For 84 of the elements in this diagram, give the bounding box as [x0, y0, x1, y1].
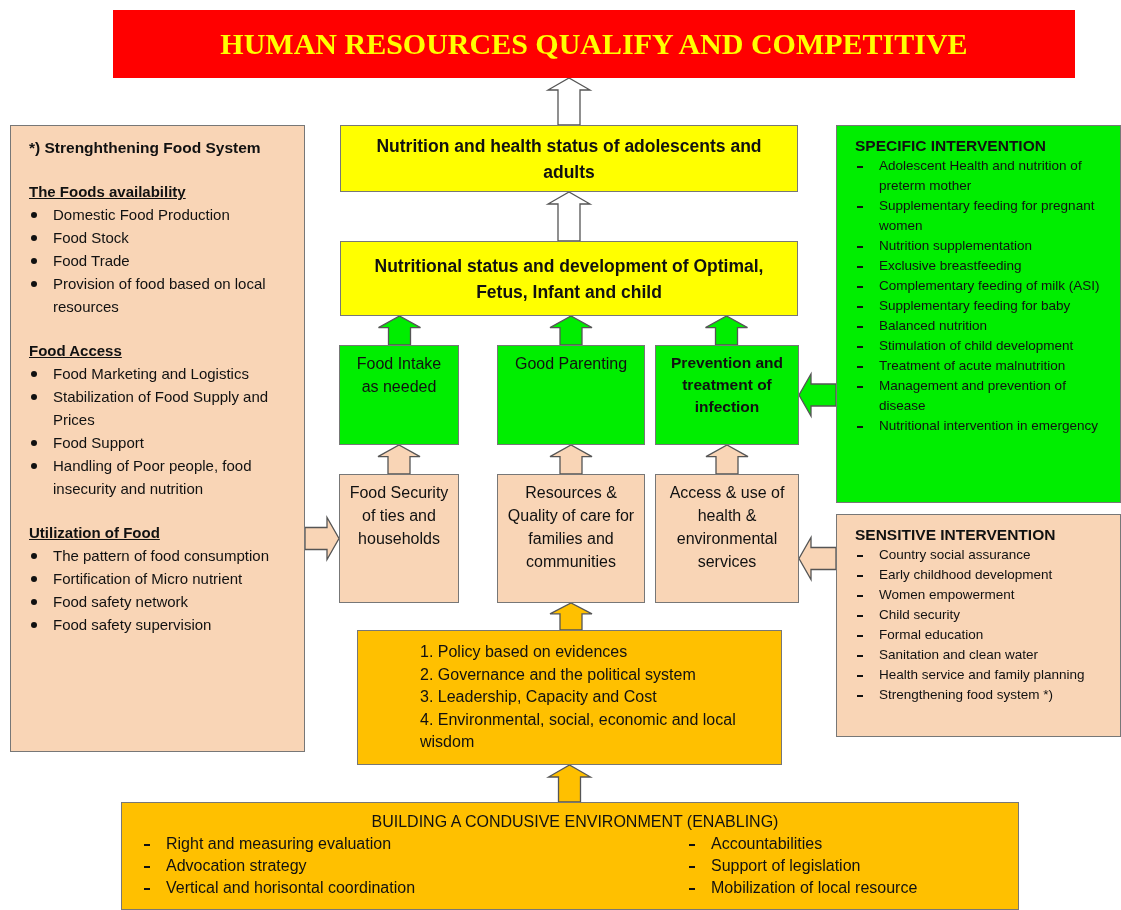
list-item: Domestic Food Production — [29, 203, 292, 226]
box-label: Good Parenting — [514, 354, 628, 374]
list-item: Food Support — [29, 431, 292, 454]
block-arrow — [546, 764, 593, 803]
list-item: Food safety supervision — [29, 613, 292, 636]
list-item: Food Trade — [29, 249, 292, 272]
list-item: Nutritional intervention in emergency — [855, 416, 1108, 436]
section-heading: The Foods availability — [29, 182, 187, 202]
section-heading: Utilization of Food — [29, 523, 161, 543]
list-item: Handling of Poor people, food insecurity and nutrition — [29, 454, 292, 500]
list-item: Stabilization of Food Supply and Prices — [29, 385, 292, 431]
block-arrow — [304, 515, 340, 562]
list-item: Balanced nutrition — [855, 316, 1108, 336]
box-label: Nutritional status and development of Optimal, Fetus, Infant and child — [373, 254, 765, 304]
list-item: The pattern of food consumption — [29, 544, 292, 567]
block-arrow — [798, 371, 837, 419]
process-box — [497, 474, 645, 603]
block-arrow — [704, 315, 749, 346]
list-item: Supplementary feeding for baby — [855, 296, 1108, 316]
list-item: Food Stock — [29, 226, 292, 249]
process-box — [655, 345, 799, 445]
list-item: Supplementary feeding for pregnant women — [855, 196, 1108, 236]
list-item: Advocation strategy — [142, 855, 687, 877]
list-item: 3. Leadership, Capacity and Cost — [420, 687, 658, 707]
process-box — [340, 125, 798, 192]
process-box — [339, 345, 459, 445]
box-heading: SENSITIVE INTERVENTION — [855, 525, 1057, 545]
text-panel — [10, 125, 305, 752]
list-item: Management and prevention of disease — [855, 376, 1108, 416]
list-item: Child security — [855, 605, 1108, 625]
box-heading: BUILDING A CONDUSIVE ENVIRONMENT (ENABLING) — [370, 812, 780, 832]
list-item: 4. Environmental, social, economic and local wisdom — [420, 709, 737, 752]
list-item: Formal education — [855, 625, 1108, 645]
text-panel — [836, 514, 1121, 737]
block-arrow — [549, 602, 593, 631]
box-label: Prevention and treatment of infection — [670, 353, 784, 417]
process-box — [121, 802, 1019, 910]
list-item: Provision of food based on local resources — [29, 272, 292, 318]
list-item: Complementary feeding of milk (ASI) — [855, 276, 1108, 296]
section-heading: Food Access — [29, 341, 123, 361]
box-heading: *) Strenghthening Food System — [29, 138, 262, 158]
process-box — [340, 241, 798, 316]
box-label: Food Intake as needed — [355, 354, 443, 397]
box-label: Food Security of ties and households — [348, 483, 450, 549]
list-item: 2. Governance and the political system — [420, 664, 697, 685]
list-item: Adolescent Health and nutrition of preterm mother — [855, 156, 1108, 196]
list-item: Country social assurance — [855, 545, 1108, 565]
list-item: 1. Policy based on evidences — [420, 642, 629, 662]
list-item: Stimulation of child development — [855, 336, 1108, 356]
list-item: Women empowerment — [855, 585, 1108, 605]
list-item: Accountabilities — [687, 833, 1008, 855]
block-arrow — [545, 191, 593, 242]
title-text: HUMAN RESOURCES QUALIFY AND COMPETITIVE — [220, 27, 968, 61]
block-arrow — [545, 77, 593, 126]
list-item: Strengthening food system *) — [855, 685, 1108, 705]
process-box — [339, 474, 459, 603]
box-heading: SPECIFIC INTERVENTION — [855, 136, 1047, 156]
list-item: Early childhood development — [855, 565, 1108, 585]
list-item: Vertical and horisontal coordination — [142, 877, 687, 899]
process-box — [497, 345, 645, 445]
box-label: Nutrition and health status of adolescents and adults — [375, 134, 763, 184]
block-arrow — [549, 315, 593, 346]
title-banner — [113, 10, 1075, 78]
box-label: Access & use of health & environmental services — [668, 483, 786, 572]
text-panel — [836, 125, 1121, 503]
block-arrow — [377, 444, 421, 475]
process-box — [357, 630, 782, 765]
list-item: Mobilization of local resource — [687, 877, 1008, 899]
block-arrow — [549, 444, 593, 475]
list-item: Nutrition supplementation — [855, 236, 1108, 256]
box-label: Resources & Quality of care for families and communities — [506, 483, 636, 572]
list-item: Fortification of Micro nutrient — [29, 567, 292, 590]
list-item: Right and measuring evaluation — [142, 833, 687, 855]
list-item: Exclusive breastfeeding — [855, 256, 1108, 276]
list-item: Food Marketing and Logistics — [29, 362, 292, 385]
list-item: Sanitation and clean water — [855, 645, 1108, 665]
block-arrow — [798, 535, 837, 582]
list-item: Food safety network — [29, 590, 292, 613]
block-arrow — [705, 444, 749, 475]
list-item: Health service and family planning — [855, 665, 1108, 685]
block-arrow — [377, 315, 422, 346]
list-item: Support of legislation — [687, 855, 1008, 877]
list-item: Treatment of acute malnutrition — [855, 356, 1108, 376]
process-box — [655, 474, 799, 603]
